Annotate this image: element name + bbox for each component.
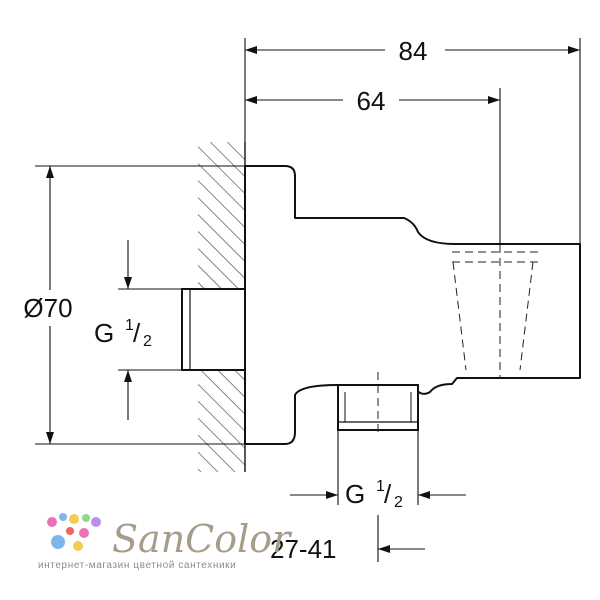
svg-text:G: G: [94, 318, 114, 348]
thread-left-label: G 1 / 2: [94, 317, 152, 350]
logo-dot: [69, 514, 79, 524]
logo-dot: [79, 528, 89, 538]
svg-text:2: 2: [143, 333, 152, 350]
logo-dot: [73, 541, 83, 551]
brand-name: SanColor: [112, 517, 293, 561]
dim-wrench-label: 27-41: [270, 534, 337, 564]
logo-dot: [91, 517, 101, 527]
svg-text:2: 2: [394, 494, 403, 511]
brand-tagline: интернет-магазин цветной сантехники: [38, 560, 236, 571]
thread-bottom-label: G 1 / 2: [345, 478, 403, 511]
logo-dot: [66, 527, 74, 535]
logo-dot: [51, 535, 65, 549]
brand-logo-dots: [47, 513, 101, 551]
svg-text:G: G: [345, 479, 365, 509]
dim-84-label: 84: [399, 36, 428, 66]
hidden-lines: [377, 245, 540, 432]
dim-64-label: 64: [357, 86, 386, 116]
dim-diameter-label: Ø70: [23, 293, 72, 323]
outlet-body: [244, 165, 581, 445]
logo-dot: [82, 514, 90, 522]
svg-text:/: /: [133, 318, 141, 348]
logo-dot: [47, 517, 57, 527]
watermark: SanColor интернет-магазин цветной сантех…: [38, 513, 293, 571]
svg-text:/: /: [384, 479, 392, 509]
svg-text:1: 1: [125, 317, 134, 334]
svg-text:1: 1: [376, 478, 385, 495]
logo-dot: [59, 513, 67, 521]
left-thread-connector: [181, 288, 246, 371]
